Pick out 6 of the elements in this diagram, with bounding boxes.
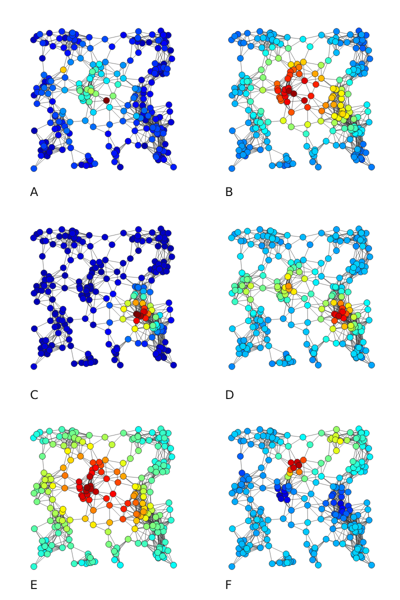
panel-label: F bbox=[225, 578, 232, 592]
panel-label: E bbox=[30, 578, 38, 592]
panel-label: A bbox=[30, 185, 38, 199]
panel-label: B bbox=[225, 185, 234, 199]
panel-label: C bbox=[30, 388, 38, 402]
panel-label: D bbox=[225, 388, 234, 402]
